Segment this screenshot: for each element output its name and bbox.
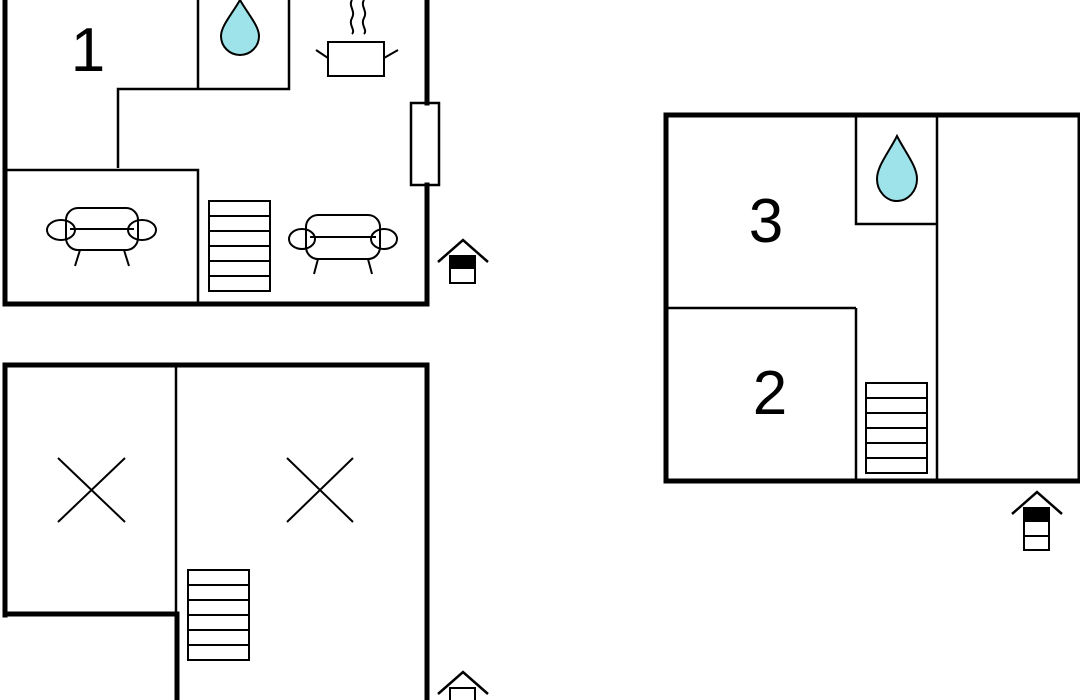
entrance-icon xyxy=(437,238,489,284)
stairs-icon xyxy=(208,200,271,292)
stairs-icon xyxy=(187,569,250,661)
entrance-icon xyxy=(437,670,489,700)
stairs-icon xyxy=(865,382,928,474)
water-drop-icon xyxy=(219,0,261,57)
unit-right: 3 2 xyxy=(663,112,1080,551)
outer-wall xyxy=(2,0,430,307)
entrance-icon xyxy=(1011,490,1063,551)
outer-wall xyxy=(2,362,430,700)
sofa-icon xyxy=(46,207,157,267)
outer-wall xyxy=(663,112,1080,484)
room-number-3: 3 xyxy=(749,187,783,256)
room-number-2: 2 xyxy=(753,359,787,428)
stove-pot-icon xyxy=(315,0,399,77)
water-drop-icon xyxy=(875,133,919,203)
partition-wall xyxy=(116,0,291,168)
inner-wall xyxy=(2,611,180,700)
cross-mark-icon xyxy=(286,457,354,523)
unit-bottom-left xyxy=(2,362,489,700)
partition-wall xyxy=(5,168,200,304)
armchair-icon xyxy=(288,214,398,275)
bathroom-wall xyxy=(854,115,937,226)
unit-top-left: 1 xyxy=(2,0,489,307)
room-number-1: 1 xyxy=(71,16,105,85)
cross-mark-icon xyxy=(57,457,126,523)
window xyxy=(409,101,441,187)
